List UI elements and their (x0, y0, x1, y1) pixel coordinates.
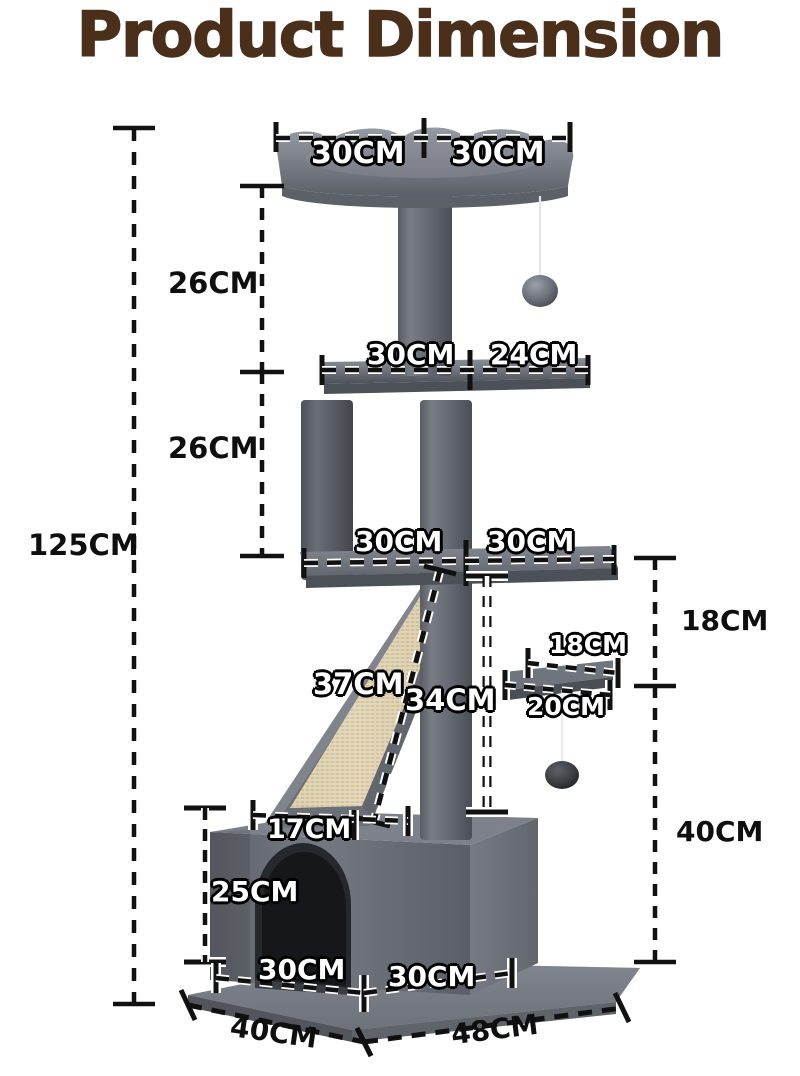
third-shelf (300, 546, 618, 588)
label-tier-gap-upper: 26CM (168, 266, 259, 300)
label-third-shelf-right: 30CM (487, 525, 575, 558)
label-right-lower-gap: 40CM (676, 815, 764, 848)
label-condo-height: 25CM (211, 875, 299, 908)
left-post (301, 400, 353, 580)
dimension-line-right-column (634, 555, 676, 965)
dimension-line-second-shelf (319, 350, 591, 390)
condo-box (210, 812, 538, 995)
label-third-shelf-left: 30CM (355, 525, 443, 558)
label-total-height: 125CM (28, 528, 139, 562)
dimension-line-small-shelf-depth (523, 648, 623, 688)
top-post (398, 186, 452, 376)
center-post (420, 400, 472, 840)
dimension-line-total-height (113, 125, 155, 1007)
dimension-line-base-top (211, 958, 517, 1012)
dimension-line-top-perch (273, 118, 573, 158)
label-second-shelf-right: 24CM (490, 338, 578, 371)
label-base-top-right: 30CM (388, 960, 476, 993)
dangling-ball-lower (545, 690, 579, 789)
label-top-perch-left: 30CM (311, 136, 405, 171)
dangling-ball-top (522, 196, 558, 307)
label-small-shelf-width: 20CM (527, 692, 606, 721)
label-right-upper-gap: 18CM (681, 604, 769, 637)
dimension-line-condo-depth (248, 800, 413, 840)
label-condo-top-depth: 17CM (267, 814, 352, 845)
dimension-line-base-width (354, 991, 632, 1058)
label-post-height-middle: 34CM (405, 683, 496, 717)
label-tier-gap-lower: 26CM (168, 431, 259, 465)
dimension-line-post-height (466, 571, 508, 817)
dimension-line-small-shelf-width (500, 670, 615, 710)
dimension-line-condo-height (184, 803, 226, 967)
label-base-top-left: 30CM (258, 953, 346, 986)
second-shelf (320, 358, 590, 394)
label-top-perch-right: 30CM (451, 136, 545, 171)
dimension-line-tier-gaps (240, 183, 284, 559)
label-small-shelf-depth: 18CM (549, 630, 628, 659)
label-second-shelf-left: 30CM (367, 338, 455, 371)
page-title: Product Dimension (76, 0, 725, 71)
label-ramp-length: 37CM (313, 667, 404, 701)
